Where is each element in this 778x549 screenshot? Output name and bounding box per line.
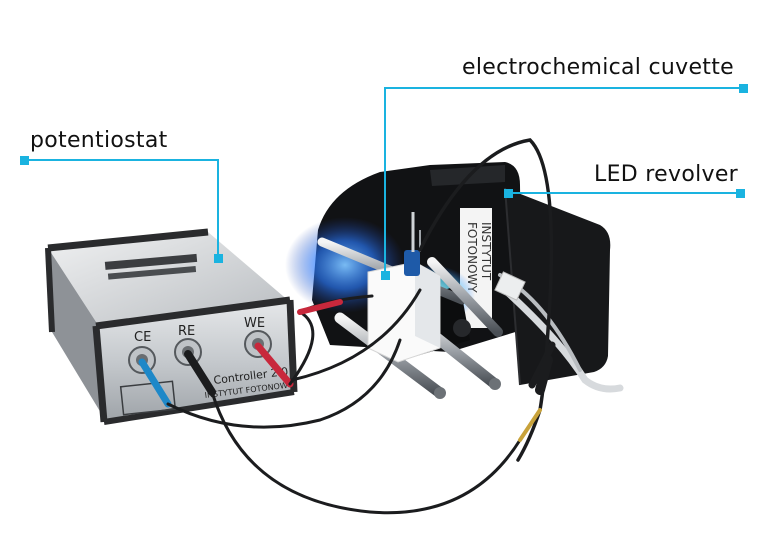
callout-cuvette (381, 84, 748, 280)
device-plate-logo (119, 380, 177, 416)
potentiostat-device: CE RE WE Controller 2.0 INSTYTUT FOTONOW… (45, 228, 298, 425)
port-label-we: WE (244, 316, 265, 331)
revolver-label-text-2: FOTONOWY (465, 222, 479, 293)
callout-potentiostat (20, 156, 223, 263)
electrode-cables (138, 138, 556, 515)
callout-dot-icon (504, 189, 513, 198)
callout-dot-icon (739, 84, 748, 93)
label-electrochemical-cuvette: electrochemical cuvette (461, 55, 734, 80)
callout-led-revolver (504, 189, 745, 198)
label-led-revolver: LED revolver (594, 162, 738, 187)
callout-dot-icon (381, 271, 390, 280)
usb-cables (494, 271, 624, 393)
callout-dot-icon (214, 254, 223, 263)
port-label-re: RE (178, 324, 195, 339)
led-revolver: INSTYTUT FOTONOWY (285, 162, 611, 386)
port-label-ce: CE (134, 330, 151, 345)
callout-dot-icon (20, 156, 29, 165)
revolver-label-text-1: INSTYTUT (479, 222, 493, 281)
callout-dot-icon (736, 189, 745, 198)
label-potentiostat: potentiostat (30, 128, 168, 153)
